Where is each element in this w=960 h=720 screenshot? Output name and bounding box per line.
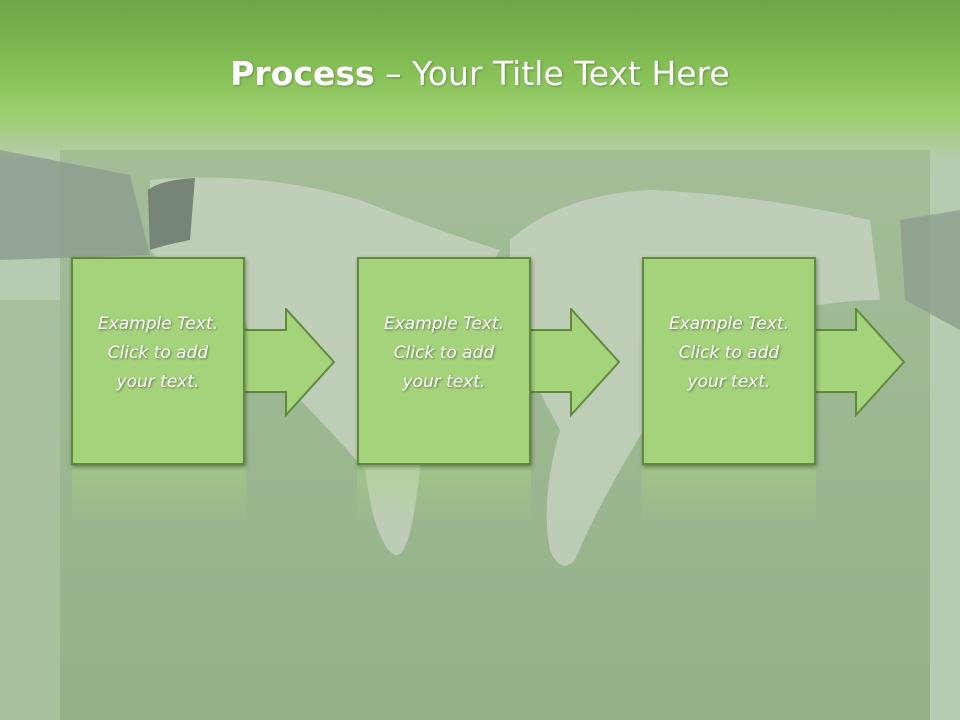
title-band (0, 0, 960, 160)
step-1-reflection (72, 466, 246, 526)
step-2-line-2: Click to add (393, 343, 495, 363)
step-1-line-3: your text. (116, 372, 200, 392)
step-3-text[interactable]: Example Text. Click to add your text. (648, 310, 810, 397)
slide-title[interactable]: Process – Your Title Text Here (0, 52, 960, 96)
title-rest-text: – Your Title Text Here (374, 54, 730, 93)
step-3-line-1: Example Text. (668, 314, 790, 334)
step-3-line-3: your text. (687, 372, 771, 392)
step-1-text[interactable]: Example Text. Click to add your text. (77, 310, 239, 397)
title-bold-text: Process (230, 54, 375, 93)
step-2-line-1: Example Text. (383, 314, 505, 334)
step-2-box (357, 257, 531, 465)
step-3[interactable]: Example Text. Click to add your text. (642, 257, 816, 467)
arrow-right-icon (236, 308, 336, 418)
arrow-right-icon (521, 308, 621, 418)
step-2-line-3: your text. (402, 372, 486, 392)
step-2-text[interactable]: Example Text. Click to add your text. (363, 310, 525, 397)
step-1[interactable]: Example Text. Click to add your text. (71, 257, 245, 467)
step-2-reflection (357, 466, 531, 526)
step-1-line-2: Click to add (107, 343, 209, 363)
step-3-reflection (642, 466, 816, 526)
step-3-line-2: Click to add (678, 343, 780, 363)
arrow-right-icon (806, 308, 906, 418)
step-1-line-1: Example Text. (97, 314, 219, 334)
step-2[interactable]: Example Text. Click to add your text. (357, 257, 531, 467)
step-1-box (71, 257, 245, 465)
step-3-box (642, 257, 816, 465)
